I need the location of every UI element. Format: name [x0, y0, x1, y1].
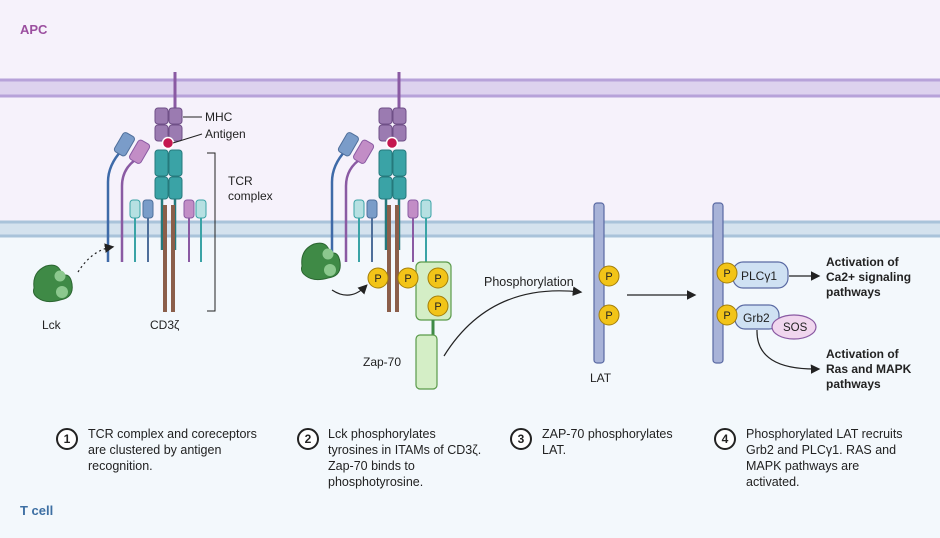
apc-membrane [0, 78, 940, 98]
cd3-domain [366, 199, 378, 219]
cd3-domain [129, 199, 141, 219]
coreceptor-cd4-stalk [106, 149, 123, 262]
lck-kinase [301, 242, 341, 281]
lck-dotted-arrow [77, 243, 115, 273]
ca-outcome-label: pathways [826, 285, 881, 299]
plcg1-label: PLCγ1 [741, 269, 777, 283]
cd3-domain [142, 199, 154, 219]
cd3z-label: CD3ζ [150, 318, 180, 332]
tcr-domain [154, 176, 169, 200]
phosphate-group: P [716, 262, 738, 284]
coreceptor-domain [353, 139, 375, 164]
phosphate-group: P [598, 265, 620, 287]
sos-protein [771, 314, 817, 340]
svg-text:P: P [434, 273, 441, 285]
cd3-domain [195, 199, 207, 219]
coreceptor-cd4-stalk [330, 149, 347, 262]
mhc-domain [392, 107, 407, 125]
step-number: 2 [297, 428, 319, 450]
coreceptor-domain [113, 132, 135, 157]
complex-step2 [301, 72, 452, 390]
coreceptor-domain [337, 132, 359, 157]
step-caption: Phosphorylated LAT recruits Grb2 and PLC… [746, 427, 903, 489]
tcr-domain [392, 149, 407, 177]
ca-outcome-label: Ca2+ signaling [826, 270, 911, 284]
phosphate-group: P [598, 304, 620, 326]
grb2-label: Grb2 [743, 311, 770, 325]
tcr-complex-label: TCR [228, 174, 253, 188]
tcell-membrane [0, 220, 940, 238]
mhc-domain [378, 107, 393, 125]
lat-label: LAT [590, 371, 612, 385]
tcr-domain [154, 149, 169, 177]
lck-kinase [33, 264, 73, 303]
tcr-complex-label: complex [228, 189, 273, 203]
svg-text:P: P [723, 310, 730, 322]
phosphate-group: P [397, 267, 419, 289]
ras-pathway-arrow [756, 329, 821, 374]
sos-label: SOS [783, 322, 808, 334]
step-caption: ZAP-70 phosphorylates LAT. [542, 427, 673, 457]
tcr-domain [392, 176, 407, 200]
coreceptor-domain [129, 139, 151, 164]
zap70-label: Zap-70 [363, 355, 401, 369]
step-number: 4 [714, 428, 736, 450]
mhc-domain [168, 124, 183, 142]
mhc-domain [154, 107, 169, 125]
ras-outcome-label: pathways [826, 377, 881, 391]
ca-outcome-label: Activation of [826, 255, 900, 269]
complex-step1 [33, 72, 216, 312]
cd3-domain [407, 199, 419, 219]
svg-text:P: P [723, 268, 730, 280]
step-caption: Lck phosphorylates tyrosines in ITAMs of… [328, 427, 482, 489]
cd3-domain [353, 199, 365, 219]
lat-adaptor-step4 [712, 202, 724, 364]
mhc-label: MHC [205, 110, 233, 124]
antigen-peptide [385, 136, 399, 150]
phosphate-group: P [367, 267, 389, 289]
svg-text:P: P [605, 271, 612, 283]
phosphate-group: P [427, 295, 449, 317]
mhc-domain [378, 124, 393, 142]
cd3-domain [420, 199, 432, 219]
phosphorylation-arrow [443, 286, 583, 357]
tcr-domain [378, 176, 393, 200]
tcr-domain [168, 149, 183, 177]
tcr-complex-bracket [207, 152, 216, 312]
antigen-peptide [161, 136, 175, 150]
antigen-label: Antigen [205, 127, 246, 141]
tcr-domain [168, 176, 183, 200]
mhc-domain [154, 124, 169, 142]
step-number: 1 [56, 428, 78, 450]
tcr-domain [378, 149, 393, 177]
tcell-label: T cell [20, 503, 54, 518]
svg-text:P: P [374, 273, 381, 285]
cd3-domain [183, 199, 195, 219]
svg-text:P: P [605, 310, 612, 322]
ras-outcome-label: Activation of [826, 347, 900, 361]
phosphate-group: P [427, 267, 449, 289]
svg-text:P: P [434, 301, 441, 313]
mhc-domain [168, 107, 183, 125]
lck-label: Lck [42, 318, 62, 332]
ras-outcome-label: Ras and MAPK [826, 362, 912, 376]
phosphorylation-label: Phosphorylation [484, 275, 574, 289]
phosphate-group: P [716, 304, 738, 326]
svg-text:P: P [404, 273, 411, 285]
step-caption: TCR complex and coreceptors are clustere… [88, 427, 257, 473]
apc-label: APC [20, 22, 48, 37]
mhc-domain [392, 124, 407, 142]
step-number: 3 [510, 428, 532, 450]
lck-phosphorylation-arrow [331, 284, 368, 296]
